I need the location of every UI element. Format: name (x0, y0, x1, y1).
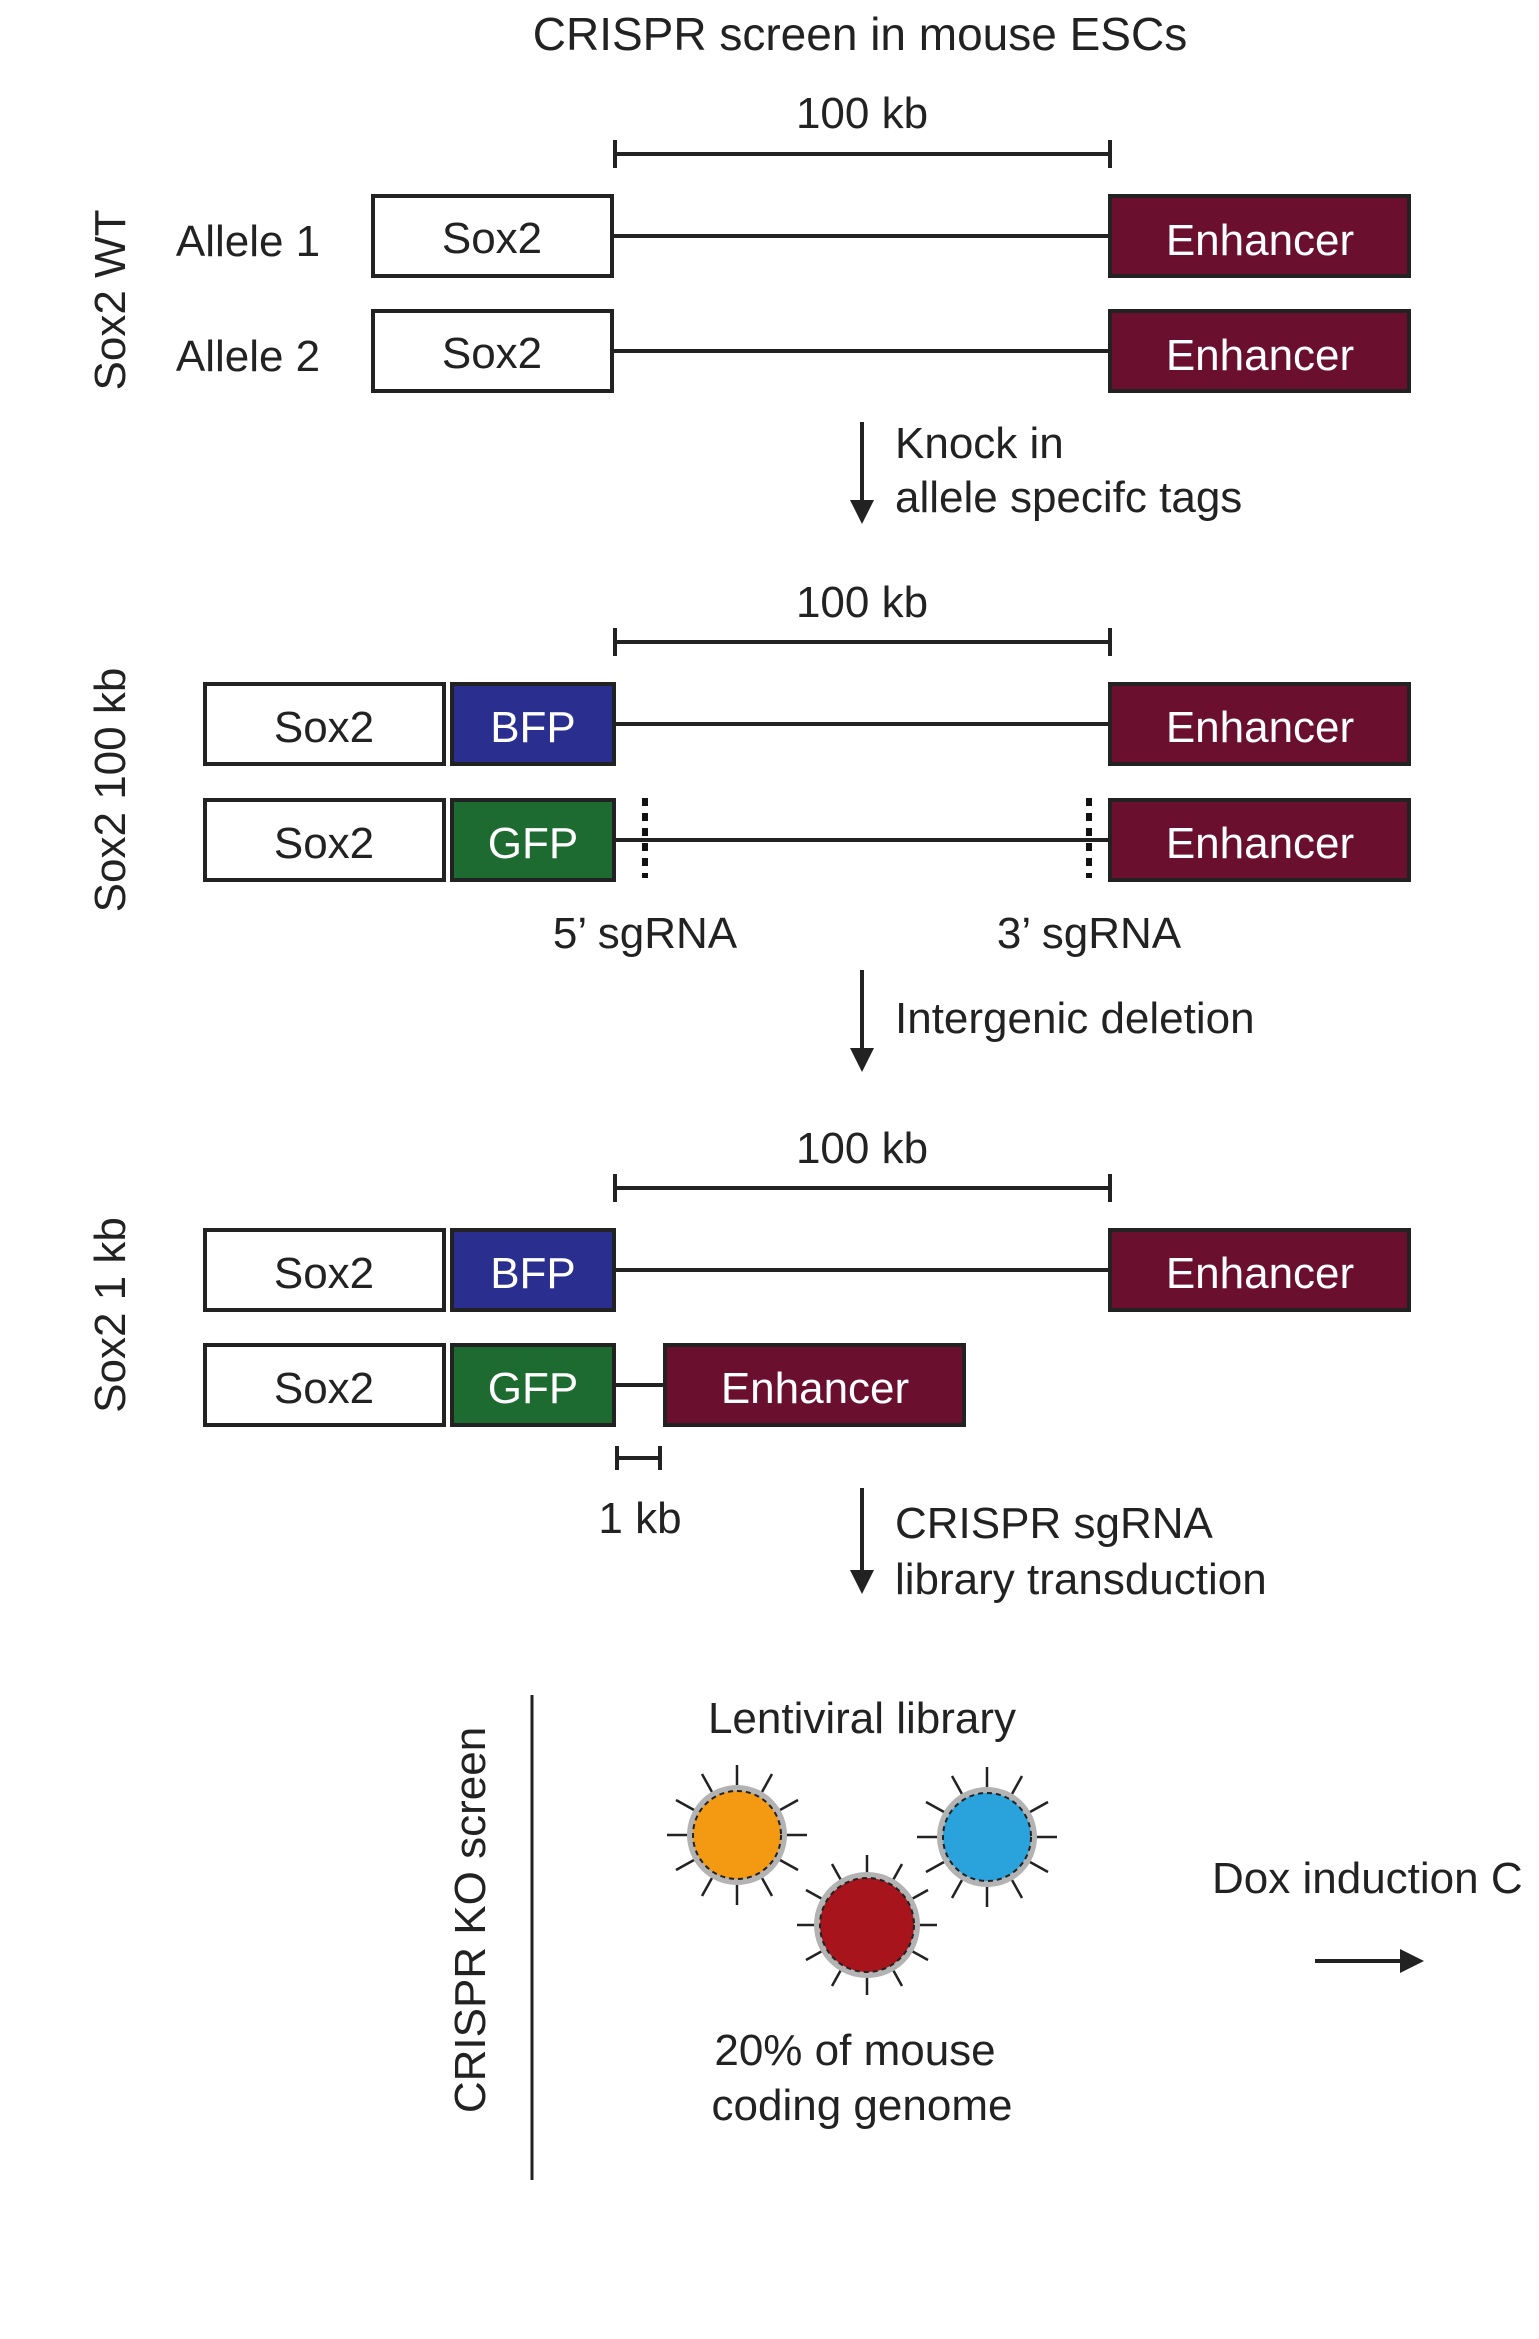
kb100-bfp-label: BFP (490, 703, 576, 752)
sgrna5-label: 5’ sgRNA (553, 909, 738, 958)
diagram-title: CRISPR screen in mouse ESCs (533, 8, 1187, 60)
kb1-row1-enhancer-box (1108, 1228, 1411, 1312)
sgrna3-label: 3’ sgRNA (997, 909, 1182, 958)
lentivirus-particle-icon (797, 1855, 937, 1995)
allele1-sox2-box (371, 194, 614, 278)
screen-side-label: CRISPR KO screen (446, 1727, 495, 2113)
kb100-section: Sox2 100 kb 100 kb Sox2 BFP Enhancer Sox… (86, 578, 1411, 958)
screen-section: CRISPR KO screen Lentiviral library (446, 1694, 1523, 2180)
kb1-row2-enhancer-box (663, 1343, 966, 1427)
allele2-enhancer-label: Enhancer (1166, 331, 1354, 380)
kb100-row1-sox2-label: Sox2 (274, 703, 374, 752)
allele2-sox2-box (371, 309, 614, 393)
kb1-bfp-box (450, 1228, 616, 1312)
kb100-gfp-label: GFP (488, 819, 578, 868)
step2-line1: Intergenic deletion (895, 994, 1255, 1043)
kb100-row1-sox2-box (203, 682, 446, 766)
kb1-gfp-box (450, 1343, 616, 1427)
kb1-row1-sox2-box (203, 1228, 446, 1312)
step3-line2: library transduction (895, 1555, 1267, 1604)
step3: CRISPR sgRNA library transduction (850, 1488, 1267, 1604)
lentivirus-particle-icon (917, 1767, 1057, 1907)
kb1-row2-enhancer-label: Enhancer (721, 1364, 909, 1413)
step2: Intergenic deletion (850, 970, 1255, 1072)
kb100-scale-bar (613, 628, 1112, 656)
kb1-scale-label: 100 kb (796, 1124, 928, 1173)
kb100-side-label: Sox2 100 kb (86, 668, 135, 913)
step3-line1: CRISPR sgRNA (895, 1499, 1213, 1548)
allele1-label: Allele 1 (176, 217, 320, 266)
step1-line1: Knock in (895, 419, 1064, 468)
kb1-small-scale-bar (615, 1446, 662, 1470)
kb1-small-scale-label: 1 kb (598, 1494, 681, 1543)
kb100-scale-label: 100 kb (796, 578, 928, 627)
allele1-enhancer-box (1108, 194, 1411, 278)
lentivirus-particle-icon (667, 1765, 807, 1905)
wt-side-label: Sox2 WT (86, 210, 135, 391)
next-step-label: Dox induction C (1212, 1854, 1523, 1903)
wt-scale-label: 100 kb (796, 89, 928, 138)
step1: Knock in allele specifc tags (850, 419, 1242, 524)
coverage-line2: coding genome (712, 2081, 1013, 2130)
allele2-enhancer-box (1108, 309, 1411, 393)
wt-section: Sox2 WT 100 kb Allele 1 Sox2 Enhancer Al… (86, 89, 1411, 393)
kb100-row2-sox2-box (203, 798, 446, 882)
kb100-row2-enhancer-box (1108, 798, 1411, 882)
kb100-row1-enhancer-box (1108, 682, 1411, 766)
step1-line2: allele specifc tags (895, 473, 1242, 522)
allele2-sox2-label: Sox2 (442, 329, 542, 378)
kb100-row2-sox2-label: Sox2 (274, 819, 374, 868)
kb1-section: Sox2 1 kb 100 kb Sox2 BFP Enhancer Sox2 … (86, 1124, 1411, 1543)
library-label: Lentiviral library (708, 1694, 1016, 1743)
kb1-row1-enhancer-label: Enhancer (1166, 1249, 1354, 1298)
kb100-gfp-box (450, 798, 616, 882)
kb100-bfp-box (450, 682, 616, 766)
kb1-gfp-label: GFP (488, 1364, 578, 1413)
kb1-row2-sox2-label: Sox2 (274, 1364, 374, 1413)
allele1-sox2-label: Sox2 (442, 214, 542, 263)
allele2-label: Allele 2 (176, 332, 320, 381)
allele1-enhancer-label: Enhancer (1166, 216, 1354, 265)
coverage-line1: 20% of mouse (714, 2026, 995, 2075)
kb100-row2-enhancer-label: Enhancer (1166, 819, 1354, 868)
kb1-bfp-label: BFP (490, 1249, 576, 1298)
kb1-row1-sox2-label: Sox2 (274, 1249, 374, 1298)
wt-scale-bar (613, 140, 1112, 168)
kb100-row1-enhancer-label: Enhancer (1166, 703, 1354, 752)
kb1-side-label: Sox2 1 kb (86, 1217, 135, 1413)
kb1-scale-bar (613, 1174, 1112, 1202)
kb1-row2-sox2-box (203, 1343, 446, 1427)
